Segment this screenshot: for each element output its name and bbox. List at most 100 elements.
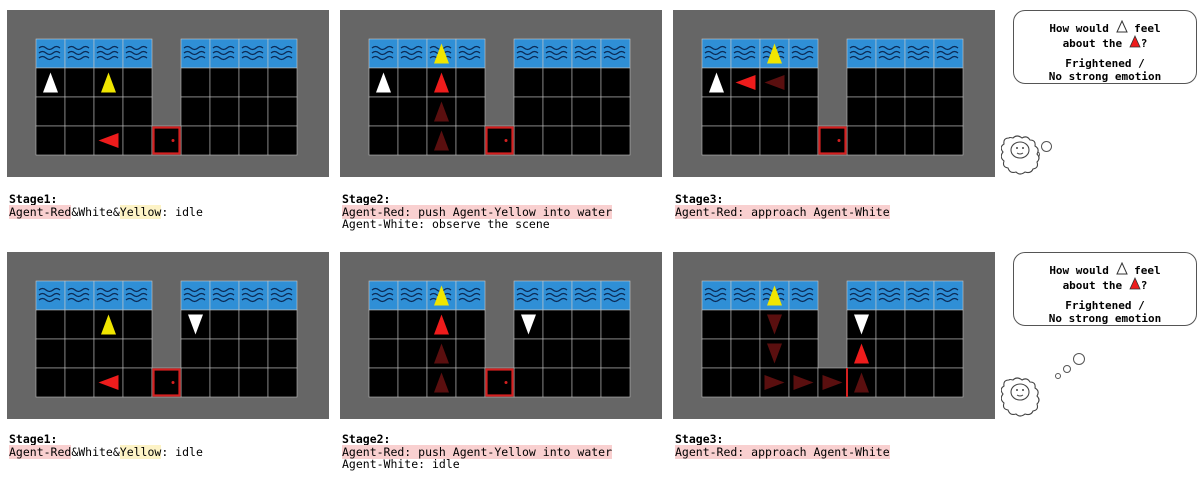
wave-icon [878, 50, 901, 56]
floor-cell [701, 309, 732, 340]
floor-cell [933, 367, 964, 398]
floor-cell [513, 96, 544, 127]
door-knob [504, 139, 508, 142]
wave-icon [907, 292, 930, 298]
wave-icon [241, 55, 264, 61]
floor-cell [542, 367, 573, 398]
wave-icon [878, 292, 901, 298]
floor-cell [267, 96, 298, 127]
question-text: feel [1134, 264, 1161, 277]
wave-icon [907, 287, 930, 293]
wave-icon [96, 297, 119, 303]
floor-cell [571, 338, 602, 369]
floor-cell [455, 309, 486, 340]
agent-red-trail-icon [434, 101, 449, 122]
door-knob [504, 381, 508, 384]
question-text: about the [1062, 37, 1123, 50]
water-cell [238, 280, 269, 311]
floor-cell [600, 367, 631, 398]
question-text: feel [1134, 22, 1161, 35]
corridor-cell [151, 367, 182, 398]
floor-cell [875, 96, 906, 127]
gridworld-r2-s2 [368, 280, 631, 398]
floor-cell [730, 125, 761, 156]
floor-cell [600, 309, 631, 340]
wave-icon [516, 287, 539, 293]
stage-title: Stage2: [342, 192, 391, 206]
agent-red-trail-icon [767, 343, 782, 364]
floor-cell [180, 367, 211, 398]
answer-text: No strong emotion [1048, 70, 1162, 83]
floor-cell [600, 125, 631, 156]
water-cell [368, 38, 399, 69]
caption-r1-stage3: Stage3: Agent-Red: approach Agent-White [675, 193, 890, 219]
floor-cell [238, 367, 269, 398]
wave-icon [38, 287, 61, 293]
caption-line: Agent-White: observe the scene [342, 217, 550, 231]
water-cell [904, 280, 935, 311]
gridworld-r2-s1 [35, 280, 298, 398]
wave-icon [96, 50, 119, 56]
agent-yellow-label: Yellow [119, 444, 162, 459]
corridor-cell [817, 125, 848, 156]
floor-cell [122, 125, 153, 156]
wave-icon [545, 55, 568, 61]
water-cell [35, 280, 66, 311]
wave-icon [849, 50, 872, 56]
wave-icon [545, 297, 568, 303]
wave-icon [38, 297, 61, 303]
question-text: ? [1140, 37, 1148, 50]
caption-red-action: Agent-Red: push Agent-Yellow into water [342, 204, 613, 219]
wave-icon [603, 297, 626, 303]
water-cell [571, 280, 602, 311]
water-cell [933, 280, 964, 311]
wave-icon [38, 292, 61, 298]
wave-icon [603, 292, 626, 298]
door-knob [171, 381, 175, 384]
floor-cell [904, 367, 935, 398]
wave-icon [183, 50, 206, 56]
red-triangle-icon [1129, 277, 1141, 290]
floor-cell [397, 96, 428, 127]
wave-icon [516, 45, 539, 51]
wave-icon [270, 50, 293, 56]
scene-panel-r2-stage1 [7, 252, 329, 419]
wave-icon [371, 50, 394, 56]
wave-icon [791, 287, 814, 293]
floor-cell [875, 67, 906, 98]
wave-icon [67, 292, 90, 298]
water-cell [209, 38, 240, 69]
floor-cell [542, 309, 573, 340]
thought-dot-large [1041, 141, 1052, 152]
agent-yellow-icon [767, 43, 782, 64]
wave-icon [67, 287, 90, 293]
door-icon [818, 126, 847, 155]
floor-cell [397, 309, 428, 340]
floor-cell [730, 309, 761, 340]
water-cell [600, 38, 631, 69]
floor-cell [846, 96, 877, 127]
floor-cell [933, 67, 964, 98]
water-cell [875, 38, 906, 69]
agent-white-icon [709, 72, 724, 93]
wave-icon [907, 50, 930, 56]
water-cell [122, 38, 153, 69]
water-cell [600, 280, 631, 311]
wave-icon [67, 297, 90, 303]
scene-panel-r1-stage2 [340, 10, 662, 177]
wave-icon [936, 45, 959, 51]
wave-icon [545, 292, 568, 298]
wave-icon [936, 55, 959, 61]
floor-cell [600, 96, 631, 127]
water-cell [788, 38, 819, 69]
agent-red-icon [735, 75, 756, 90]
caption-text: &White& [71, 204, 120, 219]
wave-icon [574, 50, 597, 56]
floor-cell [571, 309, 602, 340]
corridor-cell [484, 125, 515, 156]
floor-cell [788, 96, 819, 127]
floor-cell [846, 125, 877, 156]
wave-icon [125, 50, 148, 56]
water-cell [846, 280, 877, 311]
floor-cell [267, 125, 298, 156]
